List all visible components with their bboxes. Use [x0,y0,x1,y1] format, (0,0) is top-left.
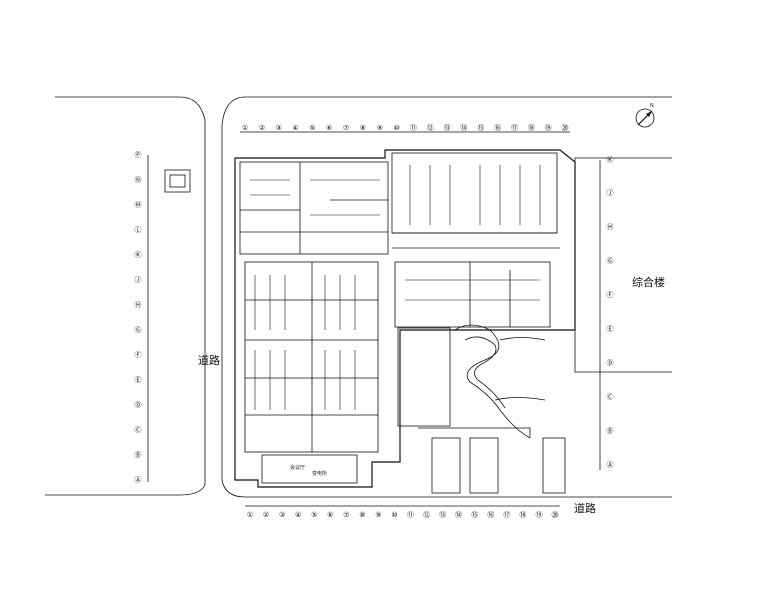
axis-bubble-left: Ⓐ [134,475,142,484]
axis-bubble-right: Ⓙ [606,189,614,198]
road-edge-right-top [221,96,672,498]
axis-bubble-bottom: ⑫ [423,510,431,519]
axis-bubble-top: ⑤ [309,123,316,132]
axis-bubble-left: Ⓚ [134,250,142,259]
axis-bubble-right: Ⓗ [606,223,614,232]
axis-bubble-left: Ⓗ [134,300,142,309]
axis-bubble-top: ① [241,123,249,132]
axis-bubble-top: ② [258,123,265,132]
road-edge-left-top [45,96,206,496]
axis-bubble-bottom: ④ [295,510,302,519]
axis-bubble-top: ⑨ [376,123,383,132]
axis-bubble-bottom: ⑪ [407,510,415,519]
axis-bubble-right: Ⓓ [606,358,614,367]
axis-bubble-top: ⑬ [443,123,451,132]
axis-bubble-right: Ⓐ [606,460,614,469]
axis-bubble-left: Ⓑ [134,450,142,459]
axis-bubble-left: Ⓔ [134,375,142,384]
axis-bubble-bottom: ⑬ [439,510,447,519]
road-label-left: 道路 [198,354,220,367]
axis-bubble-top: ⑧ [359,123,367,132]
axis-bubble-top: ④ [292,123,299,132]
north-arrow-icon [635,108,655,128]
axis-bubble-top: ③ [275,123,282,132]
axis-bubble-top: ⑥ [326,123,333,132]
axis-bubble-right: Ⓒ [606,392,614,401]
axis-bubble-top: ⑲ [544,123,552,132]
axis-bubble-bottom: ⑤ [311,510,318,519]
axis-bubble-top: ⑦ [342,123,350,132]
axis-bubble-left: Ⓟ [134,150,142,159]
axis-bubble-bottom: ⑥ [327,510,334,519]
axis-bubble-bottom: ⑯ [487,510,495,519]
axis-bubble-left: Ⓜ [134,200,142,209]
axis-bubble-right: Ⓕ [606,291,614,300]
axis-bubble-right: Ⓚ [606,155,614,164]
axis-bubble-top: ⑫ [426,123,434,132]
axis-bubble-bottom: ① [246,510,254,519]
axis-bubble-bottom: ⑰ [503,510,511,519]
north-letter: N [650,103,654,109]
axis-bubble-bottom: ② [262,510,270,519]
axis-bubble-top: ⑩ [393,123,400,132]
road-label-bottom: 道路 [574,502,596,515]
axis-bubble-left: Ⓕ [134,350,142,359]
axis-bubble-bottom: ⑦ [343,510,350,519]
axis-bubble-left: Ⓓ [134,400,142,409]
axis-bubble-bottom: ⑱ [519,510,527,519]
axis-bubble-left: Ⓝ [134,175,142,184]
hall-label: 会议厅 [290,465,306,471]
axis-bubble-bottom: ⑩ [391,510,398,519]
axis-bubble-left: Ⓖ [134,325,142,334]
room-label: 变电所 [312,471,328,477]
axis-bubble-top: ⑪ [409,123,417,132]
axis-bubble-right: Ⓖ [606,257,614,266]
axis-bubble-top: ⑳ [561,123,569,132]
axis-bubble-right: Ⓑ [606,426,614,435]
axis-bubble-bottom: ⑳ [551,510,559,519]
axis-bubble-bottom: ⑲ [535,510,543,519]
garden-path [454,324,531,439]
axis-bubble-bottom: ③ [278,510,286,519]
axis-bubble-left: Ⓛ [134,225,142,234]
building-right-outline [574,157,672,373]
axis-bubble-bottom: ⑭ [455,510,463,519]
axis-bubble-bottom: ⑮ [471,510,479,519]
axis-bubble-right: Ⓔ [606,324,614,333]
axis-bubble-top: ⑮ [477,123,485,132]
axis-bubble-top: ⑱ [527,123,535,132]
axis-bubble-bottom: ⑨ [375,510,382,519]
building-label-right: 综合楼 [632,276,665,289]
building-main-outline [234,149,576,488]
axis-bubble-left: Ⓙ [134,275,142,284]
axis-bubble-top: ⑯ [494,123,502,132]
axis-bubble-bottom: ⑧ [359,510,366,519]
axis-bubble-left: Ⓒ [134,425,142,434]
axis-bubble-top: ⑭ [460,123,468,132]
axis-bubble-top: ⑰ [510,123,518,132]
small-building [164,169,191,193]
